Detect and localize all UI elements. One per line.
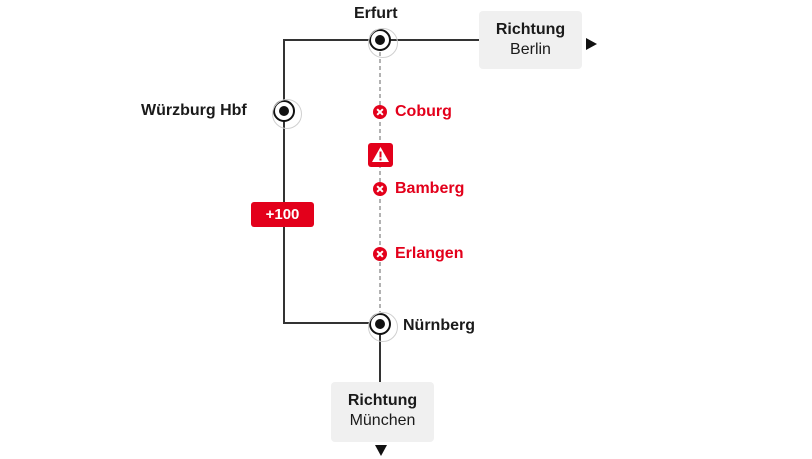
detour-line bbox=[283, 39, 380, 324]
cancelled-stop-erlangen: Erlangen bbox=[395, 245, 464, 262]
arrow-right-icon bbox=[586, 38, 597, 50]
cancel-x-icon bbox=[373, 247, 387, 261]
station-node-icon bbox=[368, 312, 398, 342]
arrow-down-icon bbox=[375, 445, 387, 456]
station-node-icon bbox=[368, 28, 398, 58]
cancelled-stop-bamberg: Bamberg bbox=[395, 180, 465, 197]
direction-label: Richtung bbox=[347, 392, 418, 409]
direction-destination: Berlin bbox=[510, 41, 551, 58]
direction-box-berlin: Richtung Berlin bbox=[479, 11, 582, 69]
delay-badge: +100 bbox=[251, 202, 314, 227]
cancel-x-icon bbox=[373, 182, 387, 196]
cancelled-stop-coburg: Coburg bbox=[395, 103, 452, 120]
direction-box-muenchen: Richtung München bbox=[331, 382, 434, 442]
warning-triangle-icon bbox=[368, 143, 393, 167]
station-node-icon bbox=[272, 99, 302, 129]
direction-destination: München bbox=[349, 412, 416, 429]
cancel-x-icon bbox=[373, 105, 387, 119]
station-label-nuernberg: Nürnberg bbox=[403, 317, 475, 334]
station-label-wuerzburg: Würzburg Hbf bbox=[141, 102, 247, 119]
direction-label: Richtung bbox=[495, 21, 566, 38]
station-label-erfurt: Erfurt bbox=[354, 5, 398, 22]
